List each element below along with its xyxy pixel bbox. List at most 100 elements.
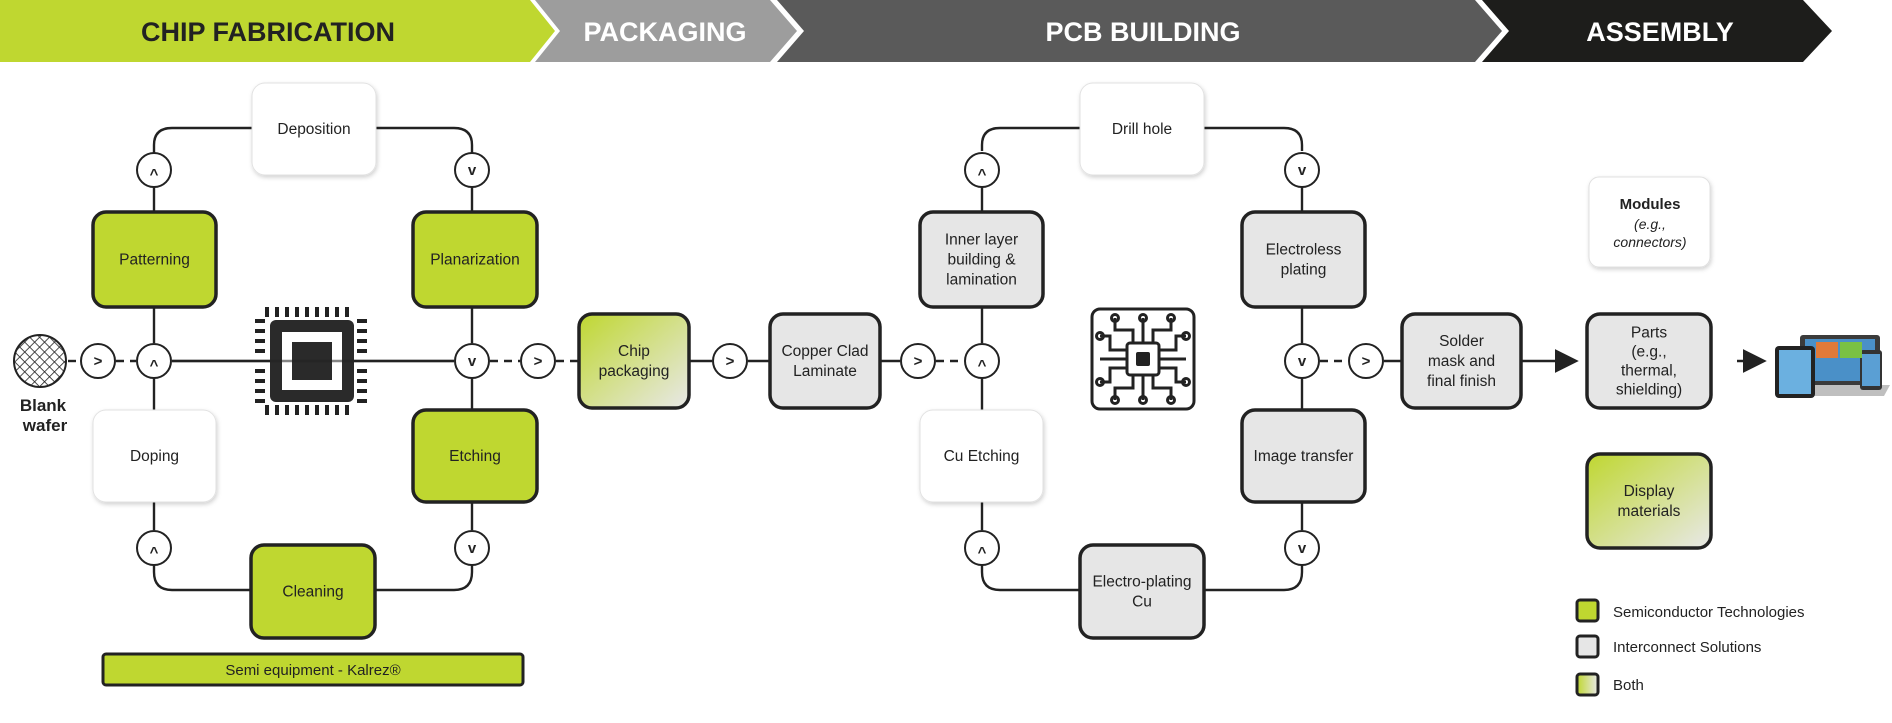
chevron-markers: ^v>^v>^v>>^v^v>^v [80, 152, 1384, 566]
patterning-box: Patterning [91, 210, 218, 309]
patterning-box-shape [91, 210, 218, 309]
inner-layer-box-label-line2: building & [947, 252, 1016, 269]
chevron-down-planarization-glyph: v [468, 162, 477, 179]
deposition-box-shape [251, 82, 377, 176]
deposition-box-label-line1: Deposition [277, 121, 350, 138]
copper-clad-box-label-line2: Laminate [793, 363, 857, 380]
cleaning-box-shape [249, 543, 377, 640]
doping-box: Doping [92, 409, 217, 503]
chevron-right-to-solder-icon: > [1348, 343, 1384, 379]
chevron-up-inner-layer-glyph: ^ [978, 166, 987, 183]
planarization-box-label-line1: Planarization [430, 252, 520, 269]
modules-title: Modules [1620, 196, 1681, 213]
stage-label-assembly: ASSEMBLY [1586, 17, 1734, 47]
chevron-up-inner-layer-ring [964, 152, 1000, 188]
chevron-down-electroless-glyph: v [1298, 162, 1307, 179]
drill-hole-box-label-line1: Drill hole [1112, 121, 1172, 138]
chevron-up-doping-icon: ^ [136, 343, 172, 379]
chevron-right-to-pcb-ring [900, 343, 936, 379]
image-transfer-box-shape [1240, 408, 1367, 504]
modules-sub-line2: connectors) [1613, 234, 1686, 250]
chevron-right-to-packaging-ring [520, 343, 556, 379]
chevron-down-image-transfer-icon: v [1284, 343, 1320, 379]
display-materials-box-shape [1585, 452, 1713, 550]
cleaning-box-label-line1: Cleaning [282, 584, 343, 601]
planarization-box: Planarization [411, 210, 539, 309]
etching-box: Etching [411, 408, 539, 504]
legend-swatch-both [1575, 672, 1600, 697]
chevron-up-electroplating-icon: ^ [964, 530, 1000, 566]
planarization-box-shape [411, 210, 539, 309]
chevron-down-planarization-ring [454, 152, 490, 188]
modules-sub-line1: (e.g., [1634, 216, 1666, 232]
display-materials-box-label-line1: Display [1624, 483, 1675, 500]
solder-mask-box-label-line1: Solder [1439, 333, 1484, 350]
deposition-box: Deposition [251, 82, 377, 176]
chip-packaging-box: Chip packaging [577, 312, 691, 410]
legend-label-inter: Interconnect Solutions [1613, 639, 1761, 656]
chevron-down-electroplating-ring [1284, 530, 1320, 566]
etching-box-shape [411, 408, 539, 504]
electroless-box-shape [1240, 210, 1367, 309]
chevron-right-wafer-ring [80, 343, 116, 379]
solder-mask-box-shape [1400, 312, 1523, 410]
legend-label-semi: Semiconductor Technologies [1613, 604, 1805, 621]
chevron-down-etching-ring [454, 343, 490, 379]
drill-hole-box-shape [1079, 82, 1205, 176]
chevron-right-to-packaging-icon: > [520, 343, 556, 379]
wafer-icon [13, 334, 67, 388]
image-transfer-box: Image transfer [1240, 408, 1367, 504]
microchip-icon [172, 307, 454, 415]
chevron-up-doping-ring [136, 343, 172, 379]
legend-label-both: Both [1613, 677, 1644, 694]
chevron-down-cleaning-glyph: v [468, 540, 477, 557]
legend-swatch-semi [1575, 598, 1600, 623]
electroless-box-label-line1: Electroless [1266, 242, 1342, 259]
cu-etching-box: Cu Etching [919, 409, 1044, 503]
stage-pcb-building [777, 0, 1502, 62]
parts-box: Parts(e.g.,thermal,shielding) [1585, 312, 1713, 410]
chevron-right-to-laminate-glyph: > [726, 353, 735, 370]
chevron-down-electroplating-icon: v [1284, 530, 1320, 566]
stage-label-packaging: PACKAGING [583, 17, 746, 47]
chip-packaging-box-label-line2: packaging [599, 363, 670, 380]
parts-box-shape [1585, 312, 1713, 410]
stage-banner: CHIP FABRICATION PACKAGING PCB BUILDING … [0, 0, 1832, 62]
cu-etching-box-shape [919, 409, 1044, 503]
parts-box-label-line2: (e.g., [1631, 344, 1666, 361]
chevron-up-cu-etching-ring [964, 343, 1000, 379]
blank-wafer: Blank wafer [13, 334, 68, 435]
chip-packaging-box-label-line1: Chip [618, 343, 650, 360]
chevron-up-electroplating-ring [964, 530, 1000, 566]
chevron-right-to-laminate-ring [712, 343, 748, 379]
chevron-right-to-packaging-glyph: > [534, 353, 543, 370]
wafer-label-line1: Blank [20, 396, 67, 415]
chevron-up-electroplating-glyph: ^ [978, 544, 987, 561]
electroplating-box-label-line2: Cu [1132, 594, 1152, 611]
stage-assembly [1482, 0, 1832, 62]
inner-layer-box-shape [918, 210, 1045, 309]
chevron-up-patterning-icon: ^ [136, 152, 172, 188]
parts-box-label-line3: thermal, [1621, 363, 1677, 380]
chip-packaging-box-shape [577, 312, 691, 410]
etching-box-label-line1: Etching [449, 448, 501, 465]
chevron-down-cleaning-icon: v [454, 530, 490, 566]
modules-card: Modules (e.g., connectors) [1588, 176, 1711, 268]
stage-label-chip-fabrication: CHIP FABRICATION [141, 17, 395, 47]
semi-equipment-label: Semi equipment - Kalrez® [225, 662, 400, 679]
chevron-right-to-solder-ring [1348, 343, 1384, 379]
chevron-up-cu-etching-glyph: ^ [978, 357, 987, 374]
chevron-right-wafer-glyph: > [94, 353, 103, 370]
chevron-right-to-pcb-glyph: > [914, 353, 923, 370]
chevron-down-image-transfer-glyph: v [1298, 353, 1307, 370]
chevron-down-electroplating-glyph: v [1298, 540, 1307, 557]
chevron-down-image-transfer-ring [1284, 343, 1320, 379]
stage-packaging [535, 0, 797, 62]
chevron-up-cleaning-icon: ^ [136, 530, 172, 566]
chevron-right-to-pcb-icon: > [900, 343, 936, 379]
chevron-down-electroless-icon: v [1284, 152, 1320, 188]
